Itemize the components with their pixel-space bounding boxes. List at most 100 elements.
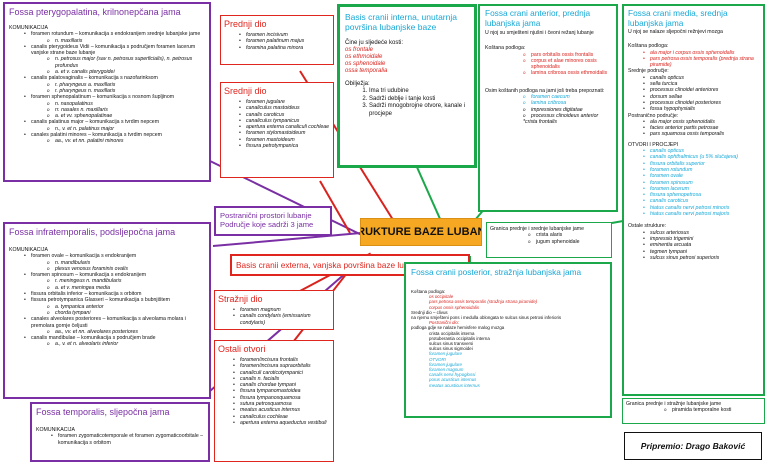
fossa-media-intro: U njoj se nalaze sljepočni režnjevi mozg… [628,29,723,35]
fossa-infratemporalis-item: n. mandibularis [9,260,205,267]
srednji-dio-item: canalis caroticus [224,112,330,119]
fossa-anterior-title: Fossa crani anterior, prednja lubanjska … [485,8,591,28]
fossa-infratemporalis-title: Fossa infratemporalis, podsljepočna jama [9,227,176,237]
basis-interna-bone: os sphenoidale [345,61,386,67]
fossa-media-otvor-item: canalis ophthalmicus (u 5% slučajeva) [628,154,759,161]
fossa-posterior-line: foramen jugulare [429,361,462,367]
fossa-pterygopalatina-item: foramen rotundum – komunikacija s endokr… [9,31,205,38]
postranicni-box: Postranični prostori lubanje Područje ko… [214,206,332,236]
ostali-otvori-item: canalis chordae tympani [218,382,330,389]
prednji-dio-item: foramen incisivum [224,32,330,39]
fossa-infratemporalis-item: a., v. et n. alveolaris inferior [9,341,205,348]
basis-interna-title: Basis cranii interna, unutarnja površina… [345,12,457,32]
fossa-infratemporalis-item: a. tympanica anterior [9,304,205,311]
prednji-dio-list: foramen incisivumforamen palatinum majus… [224,32,330,51]
fossa-posterior-line: protuberantia occipitalis interna [429,335,490,341]
fossa-infratemporalis-item: r. meningeus n. mandibularis [9,278,205,285]
fossa-media-otvor-item: foramen ovale [628,173,759,180]
fossa-anterior-podloga-item: corpus et alae minores ossis sphenoidali… [485,58,611,71]
fossa-pterygopalatina-item: a. et v. canalis pterygoidei [9,69,205,76]
credit-box: Pripremio: Drago Baković [624,432,762,460]
fossa-posterior-line: os occipitale [429,294,454,300]
srednji-dio-list: foramen jugularecanaliculus mastoideusca… [224,99,330,150]
fossa-posterior-line: pars petrosa ossis temporalis (stražnja … [429,299,538,305]
fossa-temporalis-box: Fossa temporalis, sljepočna jama KOMUNIK… [30,402,210,462]
fossa-pterygopalatina-item: n. petrosus major (sav n. petrosus super… [9,56,205,69]
fossa-media-ostale-list: sulcus arteriosusimpressio trigeminiemin… [628,230,759,262]
fossa-pterygopalatina-item: canales palatini minores – komunikacija … [9,132,205,139]
fossa-media-otvori-title: OTVORI I PROCJEPI [628,141,679,148]
basis-interna-obiljezje: Ima tri udubine [369,88,469,96]
fossa-temporalis-title: Fossa temporalis, sljepočna jama [36,407,170,417]
fossa-media-srednje-title: Srednje područje: [628,68,669,75]
fossa-infratemporalis-item: canalis mandibulae – komunikacija s podr… [9,335,205,342]
srednji-dio-item: foramen jugulare [224,99,330,106]
fossa-anterior-podloga-item: lamina cribrosa ossis ethmoidalis [485,70,611,77]
granica-prednje-straznje-list: piramida temporalne kosti [626,407,761,414]
ostali-otvori-item: canalis n. facialis [218,376,330,383]
fossa-media-ostala-item: impressio trigemini [628,236,759,243]
basis-interna-intro: Čine ju sljedeće kosti: [345,40,404,46]
fossa-anterior-box: Fossa crani anterior, prednja lubanjska … [478,4,618,212]
straznji-dio-item: canalis condylaris (emissarium condylari… [218,313,330,326]
fossa-media-otvori-list: canalis opticuscanalis ophthalmicus (u 5… [628,148,759,218]
fossa-media-otvor-item: foramen rotundum [628,167,759,174]
fossa-media-srednje-list: canalis opticussella turcicaprocessus cl… [628,75,759,113]
srednji-dio-item: fissura petrotympanica [224,143,330,150]
fossa-anterior-podloga-item: pars orbitalis ossis frontalis [485,52,611,59]
fossa-infratemporalis-box: Fossa infratemporalis, podsljepočna jama… [3,222,211,399]
fossa-infratemporalis-item: foramen ovale – komunikacija s endokrani… [9,253,205,260]
basis-interna-obiljezje: Sadrži deblje i tanje kosti [369,96,469,104]
fossa-pterygopalatina-item: rr. nasales n. maxillaris [9,107,205,114]
fossa-infratemporalis-item: fissura orbitalis inferior – komunikacij… [9,291,205,298]
fossa-anterior-otvori-title: Osim koštanih podloga na jami još treba … [485,87,605,94]
granica-prednje-srednje-item: crista alaris [490,232,608,239]
fossa-posterior-line: sulcus sinus sigmoidei [429,346,473,352]
fossa-media-podloga-item: ala major i corpus ossis sphenoidalis [628,50,759,57]
fossa-posterior-line: Koštana podloga: [411,289,446,294]
basis-interna-bone: os frontale [345,47,374,53]
fossa-pterygopalatina-subtitle: KOMUNIKACIJA [9,25,48,31]
fossa-posterior-line: na njemu smješteni pons i medulla oblong… [411,315,562,321]
fossa-posterior-line: canalis nervi hypoglossi [429,372,476,378]
ostali-otvori-item: canaliculi caroticotympanici [218,370,330,377]
fossa-media-srednje-item: fossa hypophysialis [628,106,759,113]
fossa-anterior-podloga-title: Koštana podloga: [485,45,526,52]
fossa-posterior-title: Fossa cranii posterior, stražnja lubanjs… [411,267,582,277]
fossa-posterior-line: crista occipitalis interna [429,330,475,336]
fossa-media-srednje-item: dorsum sellae [628,94,759,101]
fossa-media-otvor-item: hiatus canalis nervi petrosi minoris [628,205,759,212]
ostali-otvori-box: Ostali otvori foramen/incisura frontalis… [214,340,334,462]
fossa-temporalis-list: foramen zygomaticotemporale et foramen z… [36,433,204,446]
fossa-media-otvor-item: canalis caroticus [628,198,759,205]
fossa-media-podloga-list: ala major i corpus ossis sphenoidalispar… [628,50,759,69]
basis-interna-obiljezja: Ima tri udubineSadrži deblje i tanje kos… [345,88,469,118]
srednji-dio-title: Srednji dio [224,86,267,96]
srednji-dio-item: foramen mastoideum [224,137,330,144]
fossa-infratemporalis-item: canales alveolares posteriores – komunik… [9,316,205,329]
fossa-media-srednje-item: processus clinoidei anteriores [628,87,759,94]
ostali-otvori-item: foramen/incisura frontalis [218,357,330,364]
fossa-pterygopalatina-title: Fossa pterygopalatina, krilnonepčana jam… [9,7,181,17]
ostali-otvori-item: foramen/incisura supraorbitalis [218,363,330,370]
fossa-media-ostala-item: eminentia arcuata [628,242,759,249]
fossa-anterior-otvor-item: impressiones digitatae [485,107,611,114]
granica-prednje-straznje-title: Granica prednje i stražnje lubanjske jam… [626,401,722,407]
fossa-posterior-line: Srednji dio – clivus [411,309,448,315]
fossa-media-ostale-title: Ostale strukture: [628,223,667,230]
fossa-posterior-line: porus acusticus internus [429,377,477,383]
srednji-dio-item: foramen stylomastoideum [224,130,330,137]
fossa-pterygopalatina-item: canalis pterygoideus Vidii – komunikacij… [9,44,205,57]
fossa-media-srednje-item: sella turcica [628,81,759,88]
fossa-posterior-line: foramen magnum [429,367,464,373]
fossa-pterygopalatina-item: r. pharyngeus a. maxillaris [9,82,205,89]
fossa-media-ostala-item: sulcus sinus petrosi superioris [628,255,759,262]
fossa-temporalis-subtitle: KOMUNIKACIJA [36,427,75,433]
fossa-pterygopalatina-box: Fossa pterygopalatina, krilnonepčana jam… [3,2,211,182]
fossa-media-post-item: ala major ossis sphenoidalis [628,119,759,126]
fossa-pterygopalatina-item: a. et vv. sphenopalatinae [9,113,205,120]
fossa-posterior-line: corpus ossis sphenoidalis [429,304,480,310]
prednji-dio-item: foramen palatinum majus [224,38,330,45]
